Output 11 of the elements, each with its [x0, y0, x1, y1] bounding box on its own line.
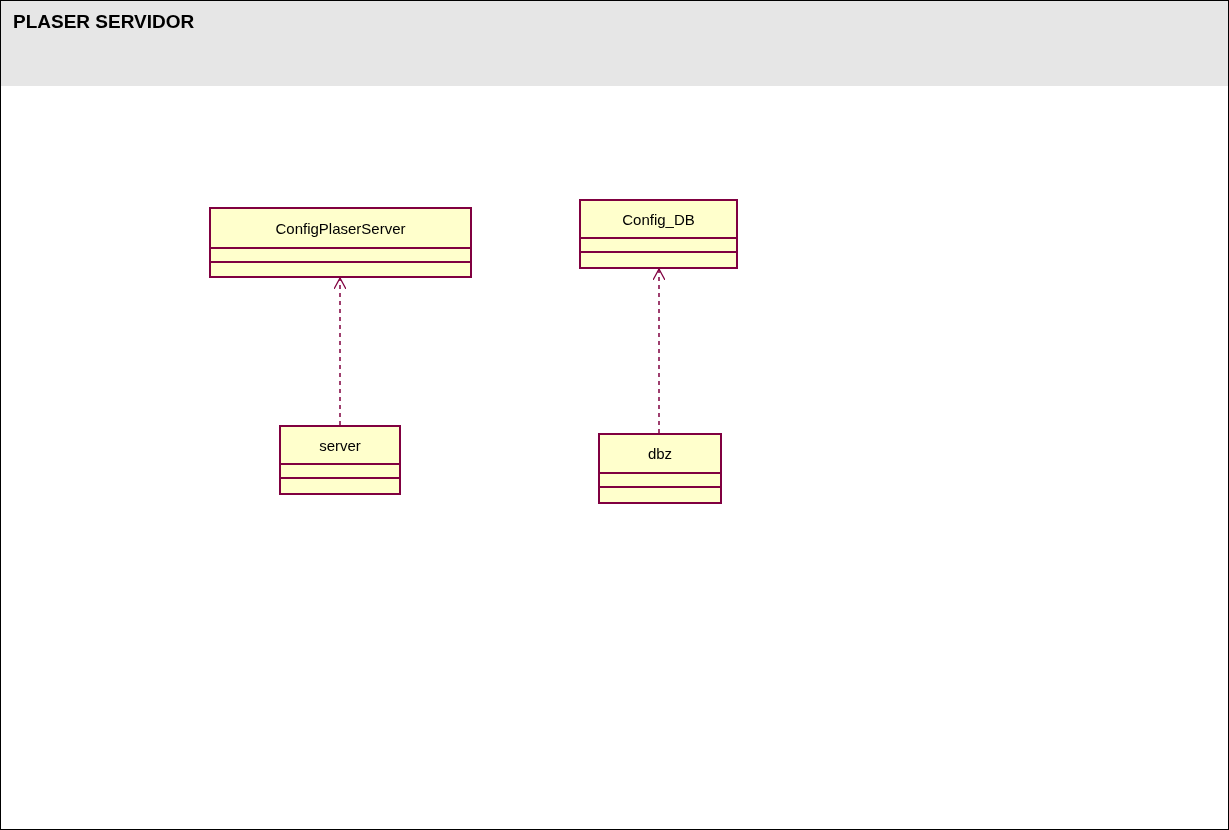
class-box — [598, 433, 722, 504]
diagram-title: PLASER SERVIDOR — [13, 11, 195, 33]
class-name: Config_DB — [622, 210, 695, 228]
class-name: dbz — [647, 445, 673, 462]
class-name: server — [319, 436, 361, 454]
class-box — [279, 425, 401, 495]
class-name: ConfigPlaserServer — [275, 219, 406, 237]
class-box — [579, 199, 738, 269]
class-box — [209, 207, 472, 278]
dependency-arrow — [333, 277, 347, 426]
dependency-arrow — [652, 268, 666, 434]
